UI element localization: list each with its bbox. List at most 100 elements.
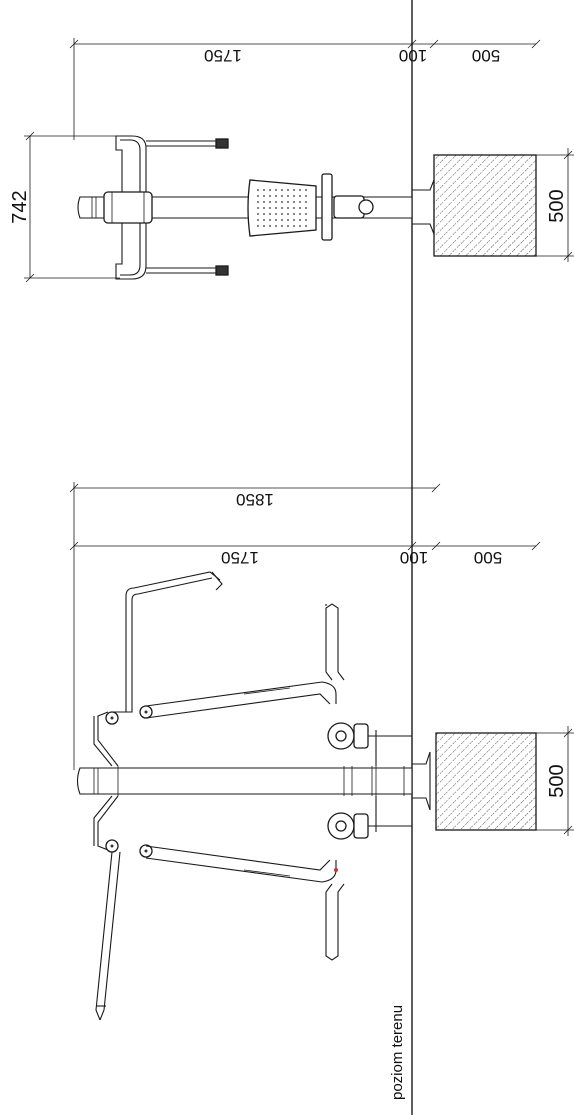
seat-perforation (305, 195, 307, 197)
dim-foundation-width-top: 500 (536, 148, 574, 262)
seat-perforation (299, 207, 301, 209)
seat-perforation (287, 225, 289, 227)
pulley-wheels (327, 722, 412, 840)
main-post-bottom (76, 766, 413, 796)
seat-perforation (293, 225, 295, 227)
seat-perforation (263, 201, 265, 203)
seat-perforation (275, 219, 277, 221)
dim-below-ground-top-text: 100 (399, 46, 427, 65)
seat-perforation (305, 219, 307, 221)
pivots-upper (105, 705, 153, 858)
seat-perforation (269, 207, 271, 209)
foundation-bottom (435, 732, 537, 831)
seat-perforation (275, 213, 277, 215)
seat-perforation (293, 213, 295, 215)
seat-perforation (281, 195, 283, 197)
top-bracket (97, 711, 119, 767)
dim-foundation-width-top-text: 500 (546, 189, 568, 222)
dim-foundation-depth-top: 500 (434, 39, 541, 65)
dim-overall-bottom: 1850 (69, 482, 441, 770)
seat-perforation (287, 189, 289, 191)
dim-foundation-depth-bottom: 500 (436, 541, 541, 567)
dim-height-total-bottom-text: 1750 (221, 548, 259, 567)
dim-foundation-depth-top-text: 500 (472, 46, 500, 65)
seat-perforation (305, 201, 307, 203)
seat-perforation (263, 189, 265, 191)
seat-perforation (287, 213, 289, 215)
dim-overall-bottom-text: 1850 (236, 490, 274, 509)
dim-foundation-depth-bottom-text: 500 (474, 548, 502, 567)
seat-perforation (299, 213, 301, 215)
seat-perforation (275, 195, 277, 197)
seat-perforation (257, 195, 259, 197)
dim-below-ground-bottom-text: 100 (400, 548, 428, 567)
base-plate-top (412, 179, 435, 235)
seat-perforation (299, 225, 301, 227)
seat-perforation (281, 189, 283, 191)
top-view: 1750 100 500 742 5 (9, 38, 574, 283)
dim-foundation-width-bottom-text: 500 (546, 764, 568, 797)
seat-perforation (275, 201, 277, 203)
seat-perforation (281, 201, 283, 203)
dim-foundation-width-bottom: 500 (536, 726, 574, 836)
base-plate-bottom (412, 751, 431, 811)
handles-top (115, 135, 229, 280)
bottom-view: 1850 1750 100 500 500 (69, 482, 574, 1021)
seat-perforation (281, 219, 283, 221)
seat-perforation (269, 219, 271, 221)
dim-height-total-top-text: 1750 (204, 46, 242, 65)
seat-perforation (293, 201, 295, 203)
foundation-top (433, 154, 537, 257)
seat-top (247, 179, 317, 237)
seat-perforation (281, 213, 283, 215)
seat-perforation (299, 201, 301, 203)
seat-perforation (269, 213, 271, 215)
seat-perforation (257, 219, 259, 221)
seat-perforation (281, 225, 283, 227)
seat-perforation (269, 195, 271, 197)
seat-perforation (263, 213, 265, 215)
seat-perforation (281, 207, 283, 209)
seat-perforation (287, 219, 289, 221)
seat-perforation (269, 225, 271, 227)
seat-perforation (257, 189, 259, 191)
seat-perforation (257, 207, 259, 209)
seat-perforation (257, 213, 259, 215)
seat-perforation (275, 225, 277, 227)
seat-perforation (305, 225, 307, 227)
seat-perforation (263, 219, 265, 221)
pull-handle-lower (95, 851, 121, 1021)
seat-perforation (305, 189, 307, 191)
dim-width-top-text: 742 (9, 190, 31, 223)
seat-perforation (287, 195, 289, 197)
dim-width-top: 742 (9, 131, 120, 283)
top-clamp (103, 191, 153, 224)
press-arm-lower (145, 845, 345, 961)
seat-perforation (293, 219, 295, 221)
seat-perforation (263, 207, 265, 209)
seat-perforation (299, 189, 301, 191)
seat-perforation (257, 225, 259, 227)
seat-perforation (269, 201, 271, 203)
seat-perforation (263, 195, 265, 197)
seat-perforation (263, 225, 265, 227)
seat-perforation (293, 195, 295, 197)
adjuster-top (321, 173, 333, 241)
seat-perforation (275, 207, 277, 209)
seat-perforation (293, 189, 295, 191)
seat-perforation (293, 207, 295, 209)
seat-perforation (305, 207, 307, 209)
press-arm-upper (145, 603, 345, 719)
seat-perforation (287, 207, 289, 209)
dim-height-total-top: 1750 (69, 38, 417, 140)
dim-height-total-bottom: 1750 (69, 541, 417, 567)
seat-perforation (269, 189, 271, 191)
seat-perforation (287, 201, 289, 203)
pull-handle-upper (112, 571, 223, 713)
seat-perforation (305, 213, 307, 215)
seat-perforation (299, 219, 301, 221)
seat-perforation (257, 201, 259, 203)
seat-perforation (275, 189, 277, 191)
ground-label: poziom terenu (389, 1005, 406, 1100)
